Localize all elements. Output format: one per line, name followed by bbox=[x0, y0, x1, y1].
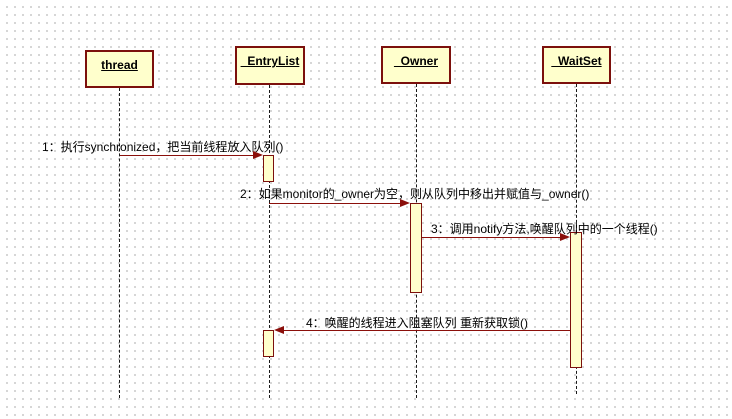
message-3-arrowhead bbox=[560, 233, 570, 241]
message-4-label: 4：唤醒的线程进入阻塞队列 重新获取锁() bbox=[306, 316, 529, 330]
object-label-owner: _Owner bbox=[393, 54, 438, 68]
lifeline-entrylist bbox=[269, 85, 270, 398]
message-2-label: 2：如果monitor的_owner为空，则从队列中移出并赋值与_owner() bbox=[240, 187, 590, 201]
activation-owner bbox=[410, 203, 422, 293]
message-1-label: 1：执行synchronized，把当前线程放入队列() bbox=[42, 140, 284, 154]
message-2-arrowhead bbox=[400, 199, 410, 207]
message-1-arrowhead bbox=[253, 151, 263, 159]
object-label-entrylist: _EntryList bbox=[240, 54, 300, 68]
message-4-arrowhead bbox=[274, 326, 284, 334]
object-box-owner: _Owner bbox=[381, 46, 451, 84]
message-4-line bbox=[283, 330, 570, 331]
object-label-thread: thread bbox=[101, 58, 138, 72]
message-1-line bbox=[120, 155, 254, 156]
message-3-label: 3：调用notify方法,唤醒队列中的一个线程() bbox=[431, 222, 658, 236]
message-3-line bbox=[422, 237, 561, 238]
object-label-waitset: _WaitSet bbox=[551, 54, 602, 68]
message-2-line bbox=[269, 203, 401, 204]
object-box-waitset: _WaitSet bbox=[542, 46, 611, 84]
activation-entrylist-1 bbox=[263, 155, 274, 182]
object-box-thread: thread bbox=[85, 50, 154, 88]
object-box-entrylist: _EntryList bbox=[235, 46, 305, 85]
lifeline-thread bbox=[119, 88, 120, 398]
activation-entrylist-2 bbox=[263, 330, 274, 357]
activation-waitset bbox=[570, 232, 582, 368]
